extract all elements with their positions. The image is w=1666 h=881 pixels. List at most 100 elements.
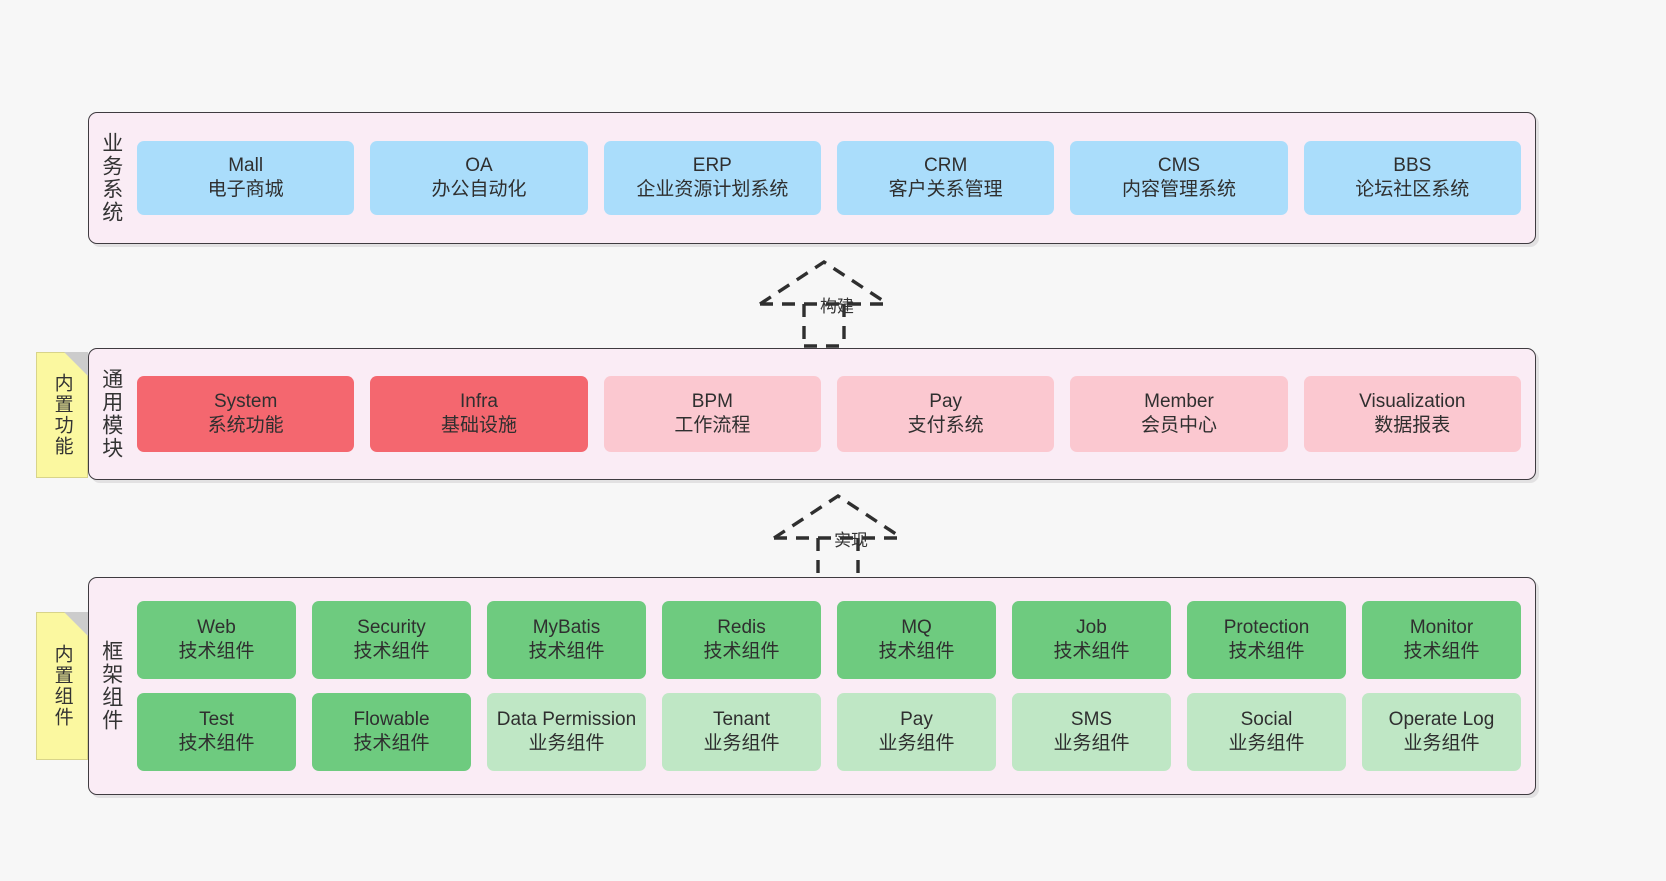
note-label: 内置功能 bbox=[51, 373, 73, 457]
layer-title-common-modules: 通用模块 bbox=[99, 368, 123, 460]
node-security[interactable]: Security 技术组件 bbox=[312, 601, 471, 679]
connector-build: 构建 bbox=[752, 256, 912, 348]
node-tenant[interactable]: Tenant 业务组件 bbox=[662, 693, 821, 771]
node-desc: 办公自动化 bbox=[431, 179, 527, 200]
node-name: SMS bbox=[1070, 708, 1113, 730]
node-monitor[interactable]: Monitor 技术组件 bbox=[1362, 601, 1521, 679]
node-desc: 业务组件 bbox=[1403, 733, 1480, 754]
framework-components-row-1: Web 技术组件 Security 技术组件 MyBatis 技术组件 Redi… bbox=[137, 601, 1521, 679]
node-name: Protection bbox=[1223, 616, 1310, 638]
generalization-arrowhead bbox=[773, 493, 903, 540]
node-visualization[interactable]: Visualization 数据报表 bbox=[1303, 376, 1521, 452]
node-desc: 论坛社区系统 bbox=[1355, 179, 1470, 200]
node-protection[interactable]: Protection 技术组件 bbox=[1187, 601, 1346, 679]
node-mall[interactable]: Mall 电子商城 bbox=[137, 141, 355, 215]
business-systems-row: Mall 电子商城 OA 办公自动化 ERP 企业资源计划系统 CRM 客户关系… bbox=[137, 141, 1521, 215]
node-pay-component[interactable]: Pay 业务组件 bbox=[837, 693, 996, 771]
node-pay[interactable]: Pay 支付系统 bbox=[836, 376, 1055, 452]
node-desc: 业务组件 bbox=[528, 733, 605, 754]
common-modules-row: System 系统功能 Infra 基础设施 BPM 工作流程 Pay 支付系统… bbox=[137, 376, 1521, 452]
node-web[interactable]: Web 技术组件 bbox=[137, 601, 296, 679]
connector-build-label: 构建 bbox=[820, 297, 854, 316]
node-name: Tenant bbox=[712, 708, 771, 730]
layer-title-business-systems: 业务系统 bbox=[99, 132, 123, 224]
framework-components-row-2: Test 技术组件 Flowable 技术组件 Data Permission … bbox=[137, 693, 1521, 771]
node-name: Member bbox=[1144, 390, 1214, 412]
node-name: Security bbox=[357, 616, 426, 638]
node-desc: 客户关系管理 bbox=[888, 179, 1003, 200]
node-desc: 技术组件 bbox=[1403, 641, 1480, 662]
note-builtin-components: 内置组件 bbox=[36, 612, 88, 760]
node-name: Web bbox=[197, 616, 236, 638]
node-desc: 业务组件 bbox=[878, 733, 955, 754]
node-desc: 系统功能 bbox=[207, 415, 284, 436]
layer-body-business-systems: Mall 电子商城 OA 办公自动化 ERP 企业资源计划系统 CRM 客户关系… bbox=[133, 113, 1535, 243]
node-name: OA bbox=[465, 154, 493, 176]
layer-framework-components: 框架组件 Web 技术组件 Security 技术组件 MyBatis 技术组件… bbox=[88, 577, 1536, 795]
node-name: BPM bbox=[691, 390, 733, 412]
node-desc: 技术组件 bbox=[878, 641, 955, 662]
layer-business-systems: 业务系统 Mall 电子商城 OA 办公自动化 ERP 企业资源计划系统 CRM… bbox=[88, 112, 1536, 244]
node-redis[interactable]: Redis 技术组件 bbox=[662, 601, 821, 679]
node-name: System bbox=[213, 390, 278, 412]
node-flowable[interactable]: Flowable 技术组件 bbox=[312, 693, 471, 771]
node-name: CRM bbox=[924, 154, 968, 176]
node-cms[interactable]: CMS 内容管理系统 bbox=[1070, 141, 1288, 215]
node-mybatis[interactable]: MyBatis 技术组件 bbox=[487, 601, 646, 679]
node-name: Data Permission bbox=[496, 708, 637, 730]
node-crm[interactable]: CRM 客户关系管理 bbox=[836, 141, 1055, 215]
node-name: Redis bbox=[717, 616, 766, 638]
node-desc: 基础设施 bbox=[440, 415, 517, 436]
node-desc: 技术组件 bbox=[178, 733, 255, 754]
node-name: MQ bbox=[901, 616, 932, 638]
node-desc: 内容管理系统 bbox=[1121, 179, 1236, 200]
node-name: Operate Log bbox=[1388, 708, 1495, 730]
layer-body-framework-components: Web 技术组件 Security 技术组件 MyBatis 技术组件 Redi… bbox=[133, 578, 1535, 794]
layer-common-modules: 通用模块 System 系统功能 Infra 基础设施 BPM 工作流程 Pay… bbox=[88, 348, 1536, 480]
node-name: MyBatis bbox=[532, 616, 601, 638]
node-desc: 工作流程 bbox=[674, 415, 751, 436]
node-bbs[interactable]: BBS 论坛社区系统 bbox=[1303, 141, 1521, 215]
node-system[interactable]: System 系统功能 bbox=[137, 376, 355, 452]
node-name: BBS bbox=[1393, 154, 1432, 176]
node-name: Mall bbox=[228, 154, 264, 176]
node-test[interactable]: Test 技术组件 bbox=[137, 693, 296, 771]
node-desc: 业务组件 bbox=[703, 733, 780, 754]
node-desc: 会员中心 bbox=[1140, 415, 1217, 436]
layer-body-common-modules: System 系统功能 Infra 基础设施 BPM 工作流程 Pay 支付系统… bbox=[133, 349, 1535, 479]
node-name: Test bbox=[199, 708, 234, 730]
connector-stem bbox=[802, 304, 846, 348]
node-name: Infra bbox=[459, 390, 498, 412]
node-name: Monitor bbox=[1409, 616, 1474, 638]
node-desc: 技术组件 bbox=[528, 641, 605, 662]
node-desc: 数据报表 bbox=[1374, 415, 1451, 436]
node-social[interactable]: Social 业务组件 bbox=[1187, 693, 1346, 771]
node-operate-log[interactable]: Operate Log 业务组件 bbox=[1362, 693, 1521, 771]
node-desc: 业务组件 bbox=[1228, 733, 1305, 754]
node-mq[interactable]: MQ 技术组件 bbox=[837, 601, 996, 679]
node-bpm[interactable]: BPM 工作流程 bbox=[603, 376, 821, 452]
layer-title-framework-components: 框架组件 bbox=[99, 640, 123, 732]
node-erp[interactable]: ERP 企业资源计划系统 bbox=[603, 141, 821, 215]
node-name: Pay bbox=[900, 708, 933, 730]
node-name: Pay bbox=[929, 390, 963, 412]
node-desc: 技术组件 bbox=[1053, 641, 1130, 662]
node-oa[interactable]: OA 办公自动化 bbox=[370, 141, 588, 215]
node-name: Visualization bbox=[1359, 390, 1466, 412]
node-desc: 技术组件 bbox=[1228, 641, 1305, 662]
node-data-permission[interactable]: Data Permission 业务组件 bbox=[487, 693, 646, 771]
node-desc: 企业资源计划系统 bbox=[636, 179, 789, 200]
node-desc: 技术组件 bbox=[353, 641, 430, 662]
node-name: CMS bbox=[1157, 154, 1201, 176]
node-sms[interactable]: SMS 业务组件 bbox=[1012, 693, 1171, 771]
node-member[interactable]: Member 会员中心 bbox=[1070, 376, 1288, 452]
node-name: Job bbox=[1076, 616, 1107, 638]
node-infra[interactable]: Infra 基础设施 bbox=[370, 376, 588, 452]
connector-implement: 实现 bbox=[766, 490, 926, 582]
node-desc: 技术组件 bbox=[703, 641, 780, 662]
node-job[interactable]: Job 技术组件 bbox=[1012, 601, 1171, 679]
node-name: Flowable bbox=[353, 708, 430, 730]
node-desc: 技术组件 bbox=[353, 733, 430, 754]
node-desc: 电子商城 bbox=[207, 179, 284, 200]
